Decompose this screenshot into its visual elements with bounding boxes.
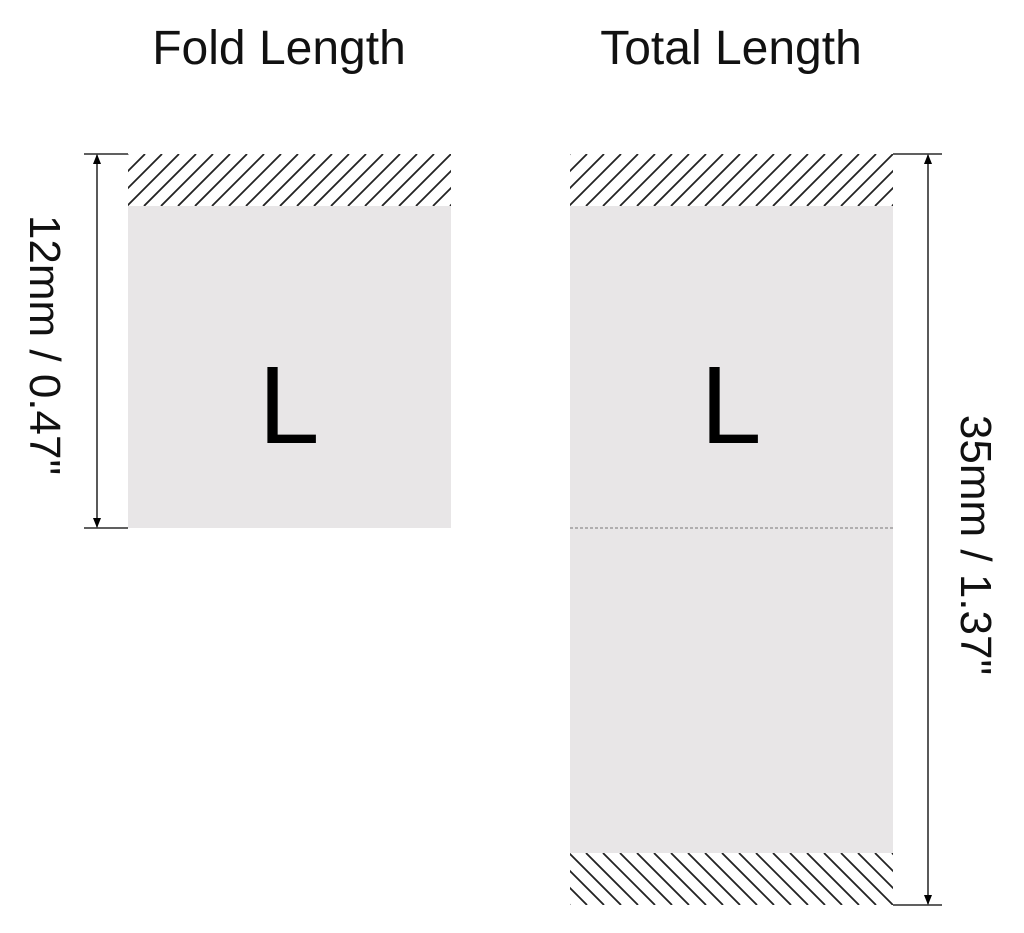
hatch-line [128,154,163,190]
hatch-line [636,154,690,206]
hatch-line [653,853,707,905]
hatch-line [738,154,792,206]
hatch-line [570,154,622,206]
hatch-line [128,154,146,173]
hatch-line [585,853,639,905]
hatch-line [789,853,843,905]
fold-length-group: Fold Length L 12mm / 0.47" [20,22,553,529]
hatch-line [806,154,860,206]
hatch-line [772,853,826,905]
hatch-line [279,154,333,206]
hatch-line [755,853,809,905]
hatch-line [570,903,571,905]
hatch-line [823,853,877,905]
hatch-line [570,154,588,173]
fold-label-body [128,206,451,528]
hatch-line [840,853,893,905]
hatch-line [194,154,248,206]
hatch-line [891,853,893,856]
hatch-line [619,154,673,206]
hatch-line [823,154,877,206]
hatch-line [602,853,656,905]
hatch-line [687,853,741,905]
hatch-line [687,154,741,206]
hatch-line [806,853,860,905]
hatch-line [177,154,231,206]
hatch-line [484,154,536,206]
hatch-line [840,154,893,206]
hatch-line [704,853,758,905]
hatch-line [636,853,690,905]
hatch-line [909,154,961,206]
total-length-group: Total Length L 35mm / 1.37" [570,22,1000,906]
hatch-line [670,853,724,905]
hatch-line [381,154,435,206]
hatch-line [943,154,995,206]
hatch-line [926,853,978,905]
hatch-line [721,154,775,206]
hatch-line [874,186,893,206]
hatch-line [602,154,656,206]
hatch-line [262,154,316,206]
hatch-line [772,154,826,206]
hatch-line [570,154,605,190]
hatch-line [619,853,673,905]
hatch-line [449,203,451,206]
hatch-line [347,154,401,206]
hatch-line [570,853,622,905]
hatch-line [721,853,775,905]
total-bottom-hatch [570,853,995,905]
hatch-line [755,154,809,206]
hatch-line [943,853,995,905]
hatch-line [874,853,893,873]
hatch-line [926,154,978,206]
hatch-line [364,154,418,206]
total-top-hatch [570,154,995,206]
fold-length-dimension: 12mm / 0.47" [20,215,69,475]
fold-label-letter: L [258,344,319,467]
hatch-line [211,154,265,206]
hatch-line [143,154,197,206]
hatch-line [128,154,180,206]
total-length-title: Total Length [600,22,862,75]
hatch-line [653,154,707,206]
hatch-line [432,186,451,206]
hatch-line [330,154,384,206]
hatch-line [570,154,571,156]
hatch-line [891,203,893,206]
hatch-line [585,154,639,206]
hatch-line [467,154,519,206]
hatch-line [501,154,553,206]
total-label-body [570,206,893,853]
hatch-line [160,154,214,206]
total-label-letter: L [700,344,761,467]
hatch-line [704,154,758,206]
hatch-line [857,169,893,206]
hatch-line [570,886,588,905]
hatch-line [415,169,451,206]
hatch-line [670,154,724,206]
hatch-line [738,853,792,905]
fold-top-hatch [128,154,553,206]
hatch-line [570,869,605,905]
hatch-line [128,154,129,156]
hatch-line [313,154,367,206]
hatch-line [398,154,451,206]
hatch-line [789,154,843,206]
total-length-dimension: 35mm / 1.37" [951,415,1000,675]
hatch-line [228,154,282,206]
hatch-line [296,154,350,206]
fold-length-title: Fold Length [152,22,406,75]
hatch-line [857,853,893,890]
hatch-line [245,154,299,206]
hatch-line [909,853,961,905]
